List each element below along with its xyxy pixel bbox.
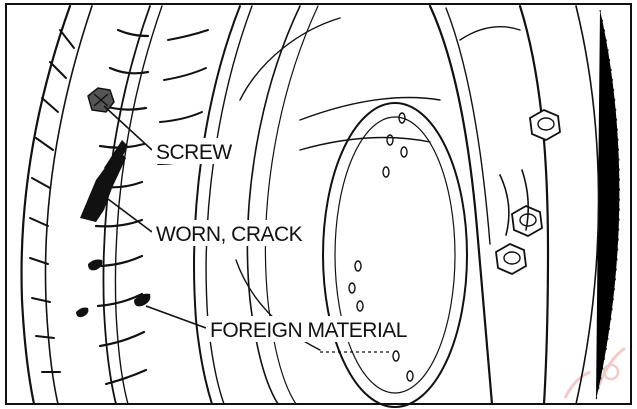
leader-screw [103,105,153,151]
figure-frame [5,3,632,405]
wheel-rim [235,5,341,405]
bolt-bottom [495,242,527,276]
bolt-top [529,108,561,142]
label-worn-crack: WORN, CRACK [156,223,303,246]
label-foreign-material: FOREIGN MATERIAL [210,319,407,342]
tread-pattern-outer [29,29,75,373]
callout-leaders [103,105,207,329]
watermark [563,346,626,399]
screw-in-tire [87,87,115,113]
fork-leg [299,4,550,406]
leader-foreign [145,305,207,329]
leader-worn [103,195,153,233]
foreign-material-marks [76,259,151,318]
worn-crack-mark [80,140,128,222]
tire [20,4,253,406]
wheel-outline-right [575,5,620,405]
caliper-bolts [495,108,561,276]
brake-disc [320,102,468,408]
callout-labels: SCREW WORN, CRACK FOREIGN MATERIAL [152,138,428,342]
label-screw: SCREW [156,141,232,164]
